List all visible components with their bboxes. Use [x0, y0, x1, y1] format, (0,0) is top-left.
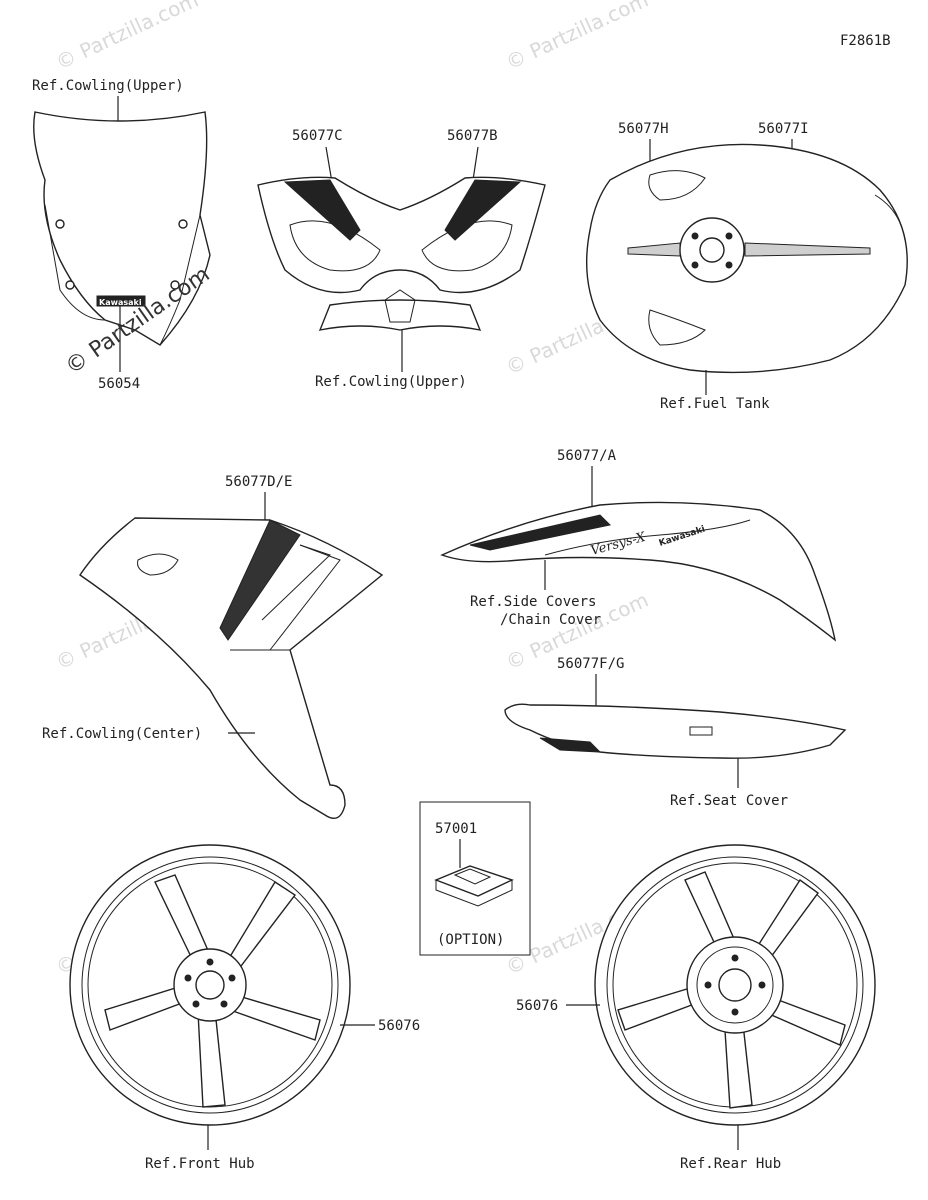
label-56076-rear: 56076 [516, 998, 558, 1014]
option-part: 57001 (OPTION) [419, 801, 531, 956]
windshield-shape [33, 111, 211, 346]
label-ref-side-covers: Ref.Side Covers [470, 594, 596, 610]
label-ref-front-hub: Ref.Front Hub [145, 1156, 255, 1172]
upper-cowling-part: 56077C 56077B Ref.Cowling(Upper) [257, 128, 546, 390]
center-cowling-part: 56077D/E Ref.Cowling(Center) [42, 474, 384, 819]
option-box [419, 801, 531, 956]
label-chain-cover: /Chain Cover [500, 612, 601, 628]
label-ref-rear-hub: Ref.Rear Hub [680, 1156, 781, 1172]
label-56077DE: 56077D/E [225, 474, 292, 490]
fuel-tank-part: 56077H 56077I Ref.Fuel Tank [586, 121, 908, 412]
front-wheel-part: 56076 Ref.Front Hub [69, 844, 420, 1172]
label-ref-seat-cover: Ref.Seat Cover [670, 793, 788, 809]
fuel-tank-shape [586, 143, 908, 374]
label-56077I: 56077I [758, 121, 809, 137]
label-56076-front: 56076 [378, 1018, 420, 1034]
label-56077B: 56077B [447, 128, 498, 144]
windshield-decal-text: Kawasaki [99, 298, 142, 307]
watermark: © Partzilla.com [502, 0, 652, 75]
diagram-code: F2861B [840, 33, 891, 49]
label-56077H: 56077H [618, 121, 669, 137]
windshield-part: Ref.Cowling(Upper) Kawasaki 56054 © Part… [32, 78, 215, 392]
center-cowling-shape [79, 517, 384, 819]
label-56077A: 56077/A [557, 448, 617, 464]
label-56077C: 56077C [292, 128, 343, 144]
label-option: (OPTION) [437, 932, 504, 948]
label-56077FG: 56077F/G [557, 656, 624, 672]
label-ref-cowling-center: Ref.Cowling(Center) [42, 726, 202, 742]
label-56054: 56054 [98, 376, 140, 392]
front-wheel-spokes [104, 874, 321, 1108]
label-57001: 57001 [435, 821, 477, 837]
seat-cover-shape [504, 703, 847, 759]
side-cover-part: 56077/A Versys-X Kawasaki Ref.Side Cover… [440, 448, 837, 642]
rear-wheel-spokes [617, 871, 846, 1109]
watermark: © Partzilla.com [52, 0, 202, 75]
seat-cover-part: 56077F/G Ref.Seat Cover [504, 656, 847, 809]
rear-wheel-part: 56076 Ref.Rear Hub [516, 844, 876, 1172]
label-ref-cowling-upper-1: Ref.Cowling(Upper) [32, 78, 184, 94]
label-ref-fuel-tank: Ref.Fuel Tank [660, 396, 770, 412]
label-ref-cowling-upper-2: Ref.Cowling(Upper) [315, 374, 467, 390]
